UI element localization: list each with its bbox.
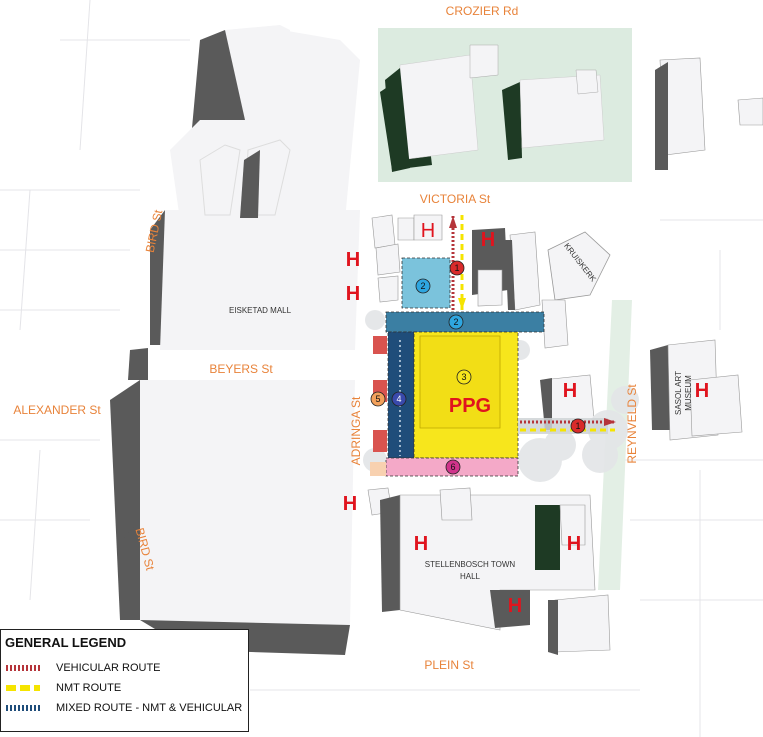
zone-5-red-a [373,336,387,354]
legend-label-nmt: NMT ROUTE [56,682,122,694]
zone-number-3: 3 [461,372,466,382]
heritage-marker: H [563,380,577,402]
heritage-marker: H [567,533,581,555]
zone-1-path-east [518,418,608,434]
zone-number-6: 6 [450,462,455,472]
street-label-reynveld: REYNVELD St [625,384,639,464]
sasol-label-line2: MUSEUM [684,375,693,411]
zone-number-1-east: 1 [575,421,580,431]
legend-label-vehicular: VEHICULAR ROUTE [56,662,161,674]
heritage-marker: H [481,229,495,251]
heritage-marker: H [346,283,360,305]
heritage-marker: H [508,595,522,617]
zone-number-2-band: 2 [453,317,458,327]
heritage-markers: H H H H H H H H H H [343,220,709,617]
legend-item-nmt: NMT ROUTE [6,682,121,694]
legend-title: GENERAL LEGEND [5,635,127,650]
routes [399,215,616,456]
route-arrow-south [458,298,466,310]
zone-5-peach [370,462,386,476]
legend-label-mixed: MIXED ROUTE - NMT & VEHICULAR [56,702,243,714]
street-label-victoria: VICTORIA St [420,192,491,206]
zone-marker-1-north [449,260,465,276]
town-hall-label-line1: STELLENBOSCH TOWN [425,560,516,569]
zone-marker-4 [391,391,407,407]
legend-swatch-nmt [6,685,40,691]
heritage-marker: H [346,249,360,271]
heritage-marker: H [414,533,428,555]
zone-marker-2-north [415,278,431,294]
street-label-beyers: BEYERS St [209,362,273,376]
zone-marker-2-band [448,314,464,330]
surrounding-buildings [367,57,763,516]
zone-5-red-c [373,430,387,452]
general-legend: GENERAL LEGEND VEHICULAR ROUTE NMT ROUTE… [0,629,249,732]
sasol-label-line1: SASOL ART [674,371,683,415]
heritage-marker: H [343,493,357,515]
eisketad-mall-label: EISKETAD MALL [229,306,292,315]
zone-number-5: 5 [375,394,380,404]
zone-marker-1-east [570,418,586,434]
northwest-blocks [128,25,360,380]
park-buildings [380,44,605,172]
town-hall-block [380,487,611,655]
heritage-marker: H [695,380,709,402]
zone-number-4: 4 [396,394,401,404]
southwest-blocks [110,380,355,655]
zone-marker-5 [370,391,386,407]
route-arrow-north [449,216,457,228]
route-arrow-east [604,418,616,426]
zone-marker-6 [445,459,461,475]
ppg-label: PPG [449,395,491,417]
zone-2-band [385,311,545,333]
street-label-crozier: CROZIER Rd [446,4,519,18]
heritage-marker: H [421,220,435,242]
legend-item-vehicular: VEHICULAR ROUTE [6,662,161,674]
zone-number-2-north: 2 [420,281,425,291]
zone-number-1-north: 1 [454,263,459,273]
street-label-adringa: ADRINGA St [349,396,363,465]
legend-swatch-mixed [6,705,40,711]
zone-marker-3 [456,369,472,385]
street-label-plein: PLEIN St [424,658,474,672]
zone-markers: 1 2 2 3 4 5 6 1 [370,260,586,475]
town-hall-label-line2: HALL [460,572,481,581]
legend-item-mixed: MIXED ROUTE - NMT & VEHICULAR [6,702,242,714]
street-label-alexander: ALEXANDER St [13,403,101,417]
legend-swatch-vehicular [6,665,40,671]
